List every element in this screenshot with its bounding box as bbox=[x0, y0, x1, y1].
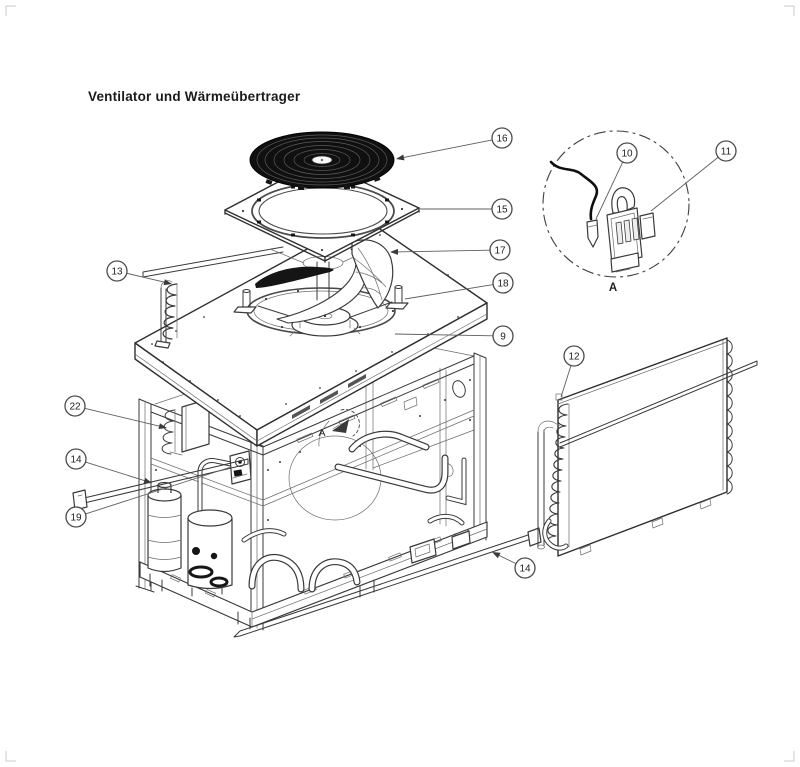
svg-text:22: 22 bbox=[69, 402, 81, 413]
accumulator bbox=[147, 481, 182, 573]
grille-tabs bbox=[265, 176, 381, 190]
callout-circle-16 bbox=[491, 127, 513, 149]
detail-marker-a: A bbox=[318, 409, 360, 439]
svg-text:18: 18 bbox=[497, 279, 509, 290]
compressor bbox=[187, 509, 233, 597]
svg-text:14: 14 bbox=[70, 455, 82, 466]
callout-14-12: 14 bbox=[492, 552, 536, 579]
callout-18-3: 18 bbox=[404, 272, 514, 300]
svg-text:10: 10 bbox=[621, 149, 633, 160]
panel-bracket bbox=[403, 396, 418, 411]
callout-circle-14 bbox=[65, 448, 87, 470]
callout-19-8: 19 bbox=[65, 466, 232, 528]
impeller-blade-s bbox=[276, 248, 367, 324]
junction-boxes bbox=[409, 530, 471, 564]
detail-view-a: A bbox=[542, 130, 690, 294]
callout-12-9: 12 bbox=[560, 345, 585, 398]
deck-vent-slots bbox=[292, 374, 366, 419]
panel-tube-bends bbox=[546, 403, 569, 548]
svg-text:15: 15 bbox=[496, 205, 508, 216]
heat-exchanger-panel bbox=[537, 337, 758, 557]
callout-circle-22 bbox=[64, 395, 86, 417]
panel-fins bbox=[726, 339, 733, 495]
callout-16-0: 16 bbox=[396, 127, 513, 161]
cabinet-interior bbox=[147, 398, 471, 597]
sensor-cable bbox=[549, 160, 599, 221]
callout-circle-17 bbox=[489, 239, 511, 261]
svg-text:14: 14 bbox=[519, 564, 531, 575]
coil-13 bbox=[142, 246, 284, 349]
callout-circle-19 bbox=[65, 506, 87, 528]
side-rail-bottom bbox=[233, 527, 542, 638]
detail-label: A bbox=[609, 282, 617, 294]
panel-feet bbox=[579, 498, 712, 556]
callout-circle-10 bbox=[616, 142, 638, 164]
svg-text:17: 17 bbox=[494, 246, 506, 257]
ring-clips bbox=[257, 185, 389, 237]
fan-impeller bbox=[255, 239, 394, 337]
callout-circle-12 bbox=[563, 345, 585, 367]
callout-circle-18 bbox=[492, 272, 514, 294]
callout-circle-14 bbox=[514, 557, 536, 579]
callout-11-11: 11 bbox=[650, 140, 737, 212]
svg-text:19: 19 bbox=[70, 513, 82, 524]
svg-text:11: 11 bbox=[721, 147, 732, 158]
deck-screws bbox=[151, 234, 471, 417]
panel-hole bbox=[452, 380, 466, 398]
callout-15-1: 15 bbox=[420, 198, 513, 220]
callout-14-7: 14 bbox=[65, 448, 152, 484]
header-pipe bbox=[559, 360, 758, 448]
callout-circle-11 bbox=[715, 140, 737, 162]
svg-text:9: 9 bbox=[500, 332, 506, 343]
detail-circle bbox=[542, 130, 690, 278]
callout-9-4: 9 bbox=[394, 325, 514, 347]
figure-title: Ventilator und Wärmeübertrager bbox=[88, 89, 301, 104]
callout-22-6: 22 bbox=[64, 395, 167, 430]
motor-standoff-left bbox=[233, 289, 257, 314]
impeller-blade-wire bbox=[351, 239, 394, 309]
detail-marker-label: A bbox=[318, 427, 325, 439]
interior-pipes bbox=[197, 430, 467, 593]
svg-text:12: 12 bbox=[568, 352, 580, 363]
callout-circle-9 bbox=[492, 325, 514, 347]
motor-standoff-right bbox=[385, 285, 409, 310]
detail-marker-arrow bbox=[332, 419, 349, 433]
callout-circle-15 bbox=[491, 198, 513, 220]
callout-13-5: 13 bbox=[106, 260, 172, 286]
temperature-sensor bbox=[586, 219, 599, 248]
impeller-blade-dark bbox=[255, 266, 334, 288]
callout-10-10: 10 bbox=[595, 142, 638, 220]
callouts-layer: 16 15 17 18 9 13 22 14 19 12 10 11 14 bbox=[64, 127, 737, 579]
fan-grille bbox=[249, 131, 395, 190]
svg-text:13: 13 bbox=[111, 267, 123, 278]
corner-marks bbox=[5, 5, 795, 762]
sensor-holder bbox=[606, 187, 656, 273]
callout-circle-13 bbox=[106, 260, 128, 282]
svg-text:16: 16 bbox=[496, 134, 508, 145]
callout-17-2: 17 bbox=[390, 239, 511, 261]
sensor-wire bbox=[318, 420, 330, 447]
